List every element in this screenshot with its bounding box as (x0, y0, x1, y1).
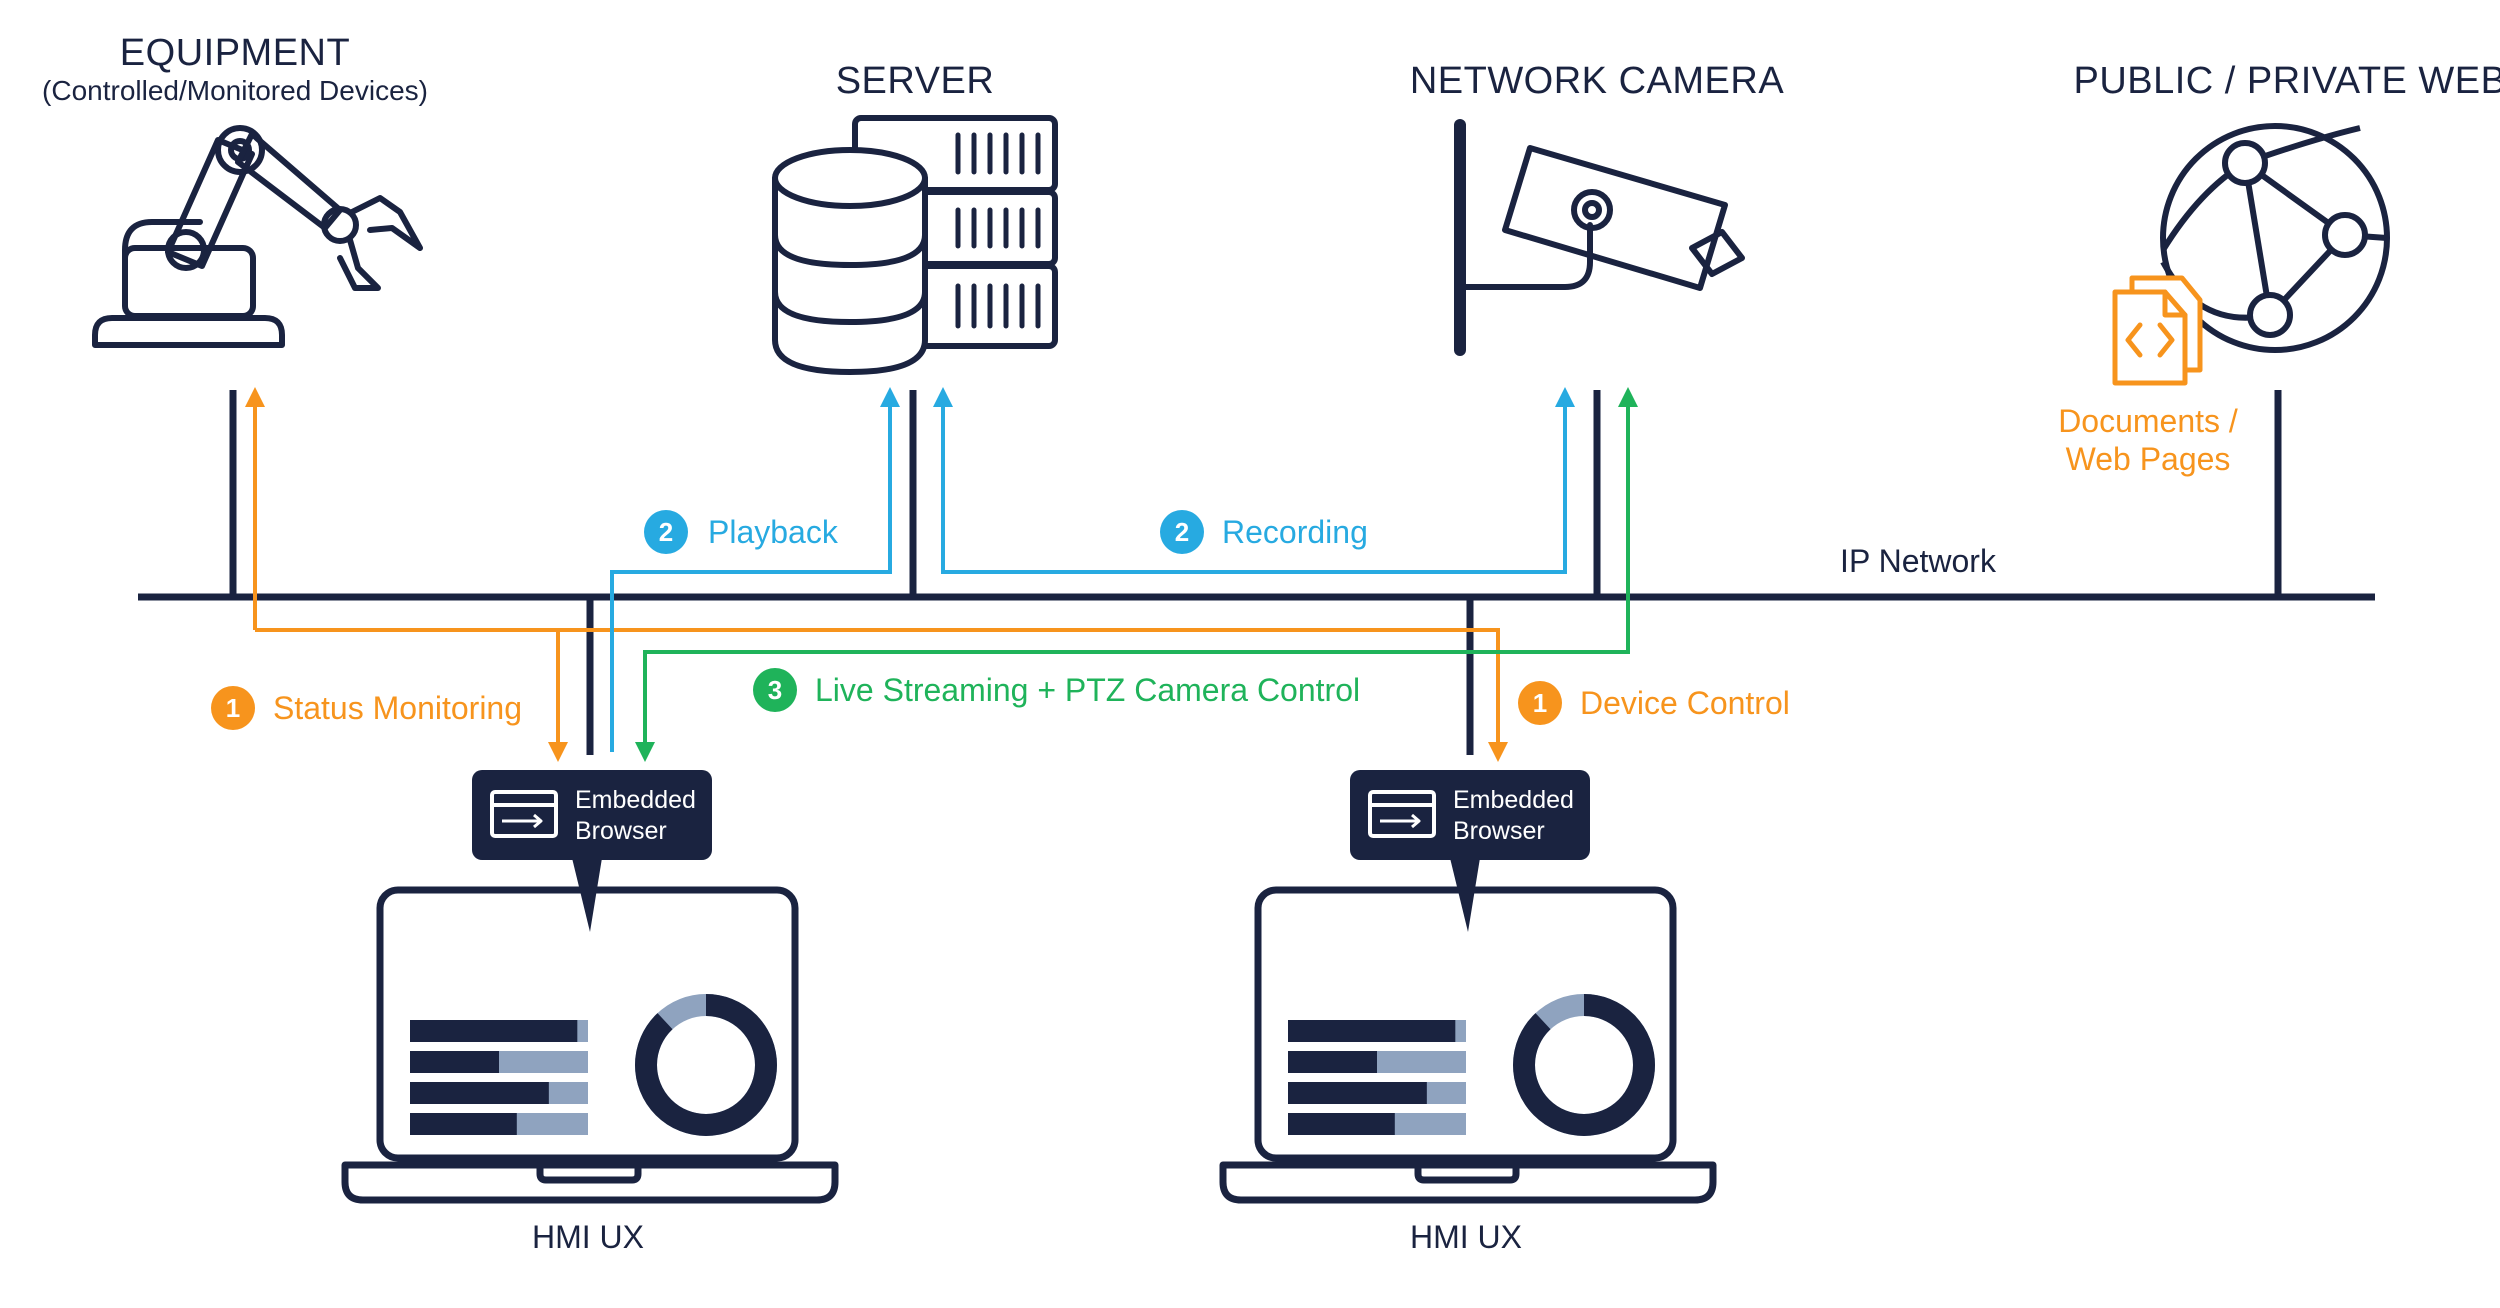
embedded-browser-bubble: Embedded Browser (1350, 770, 1590, 932)
step-badge (753, 668, 797, 712)
step-number: 3 (768, 675, 782, 705)
laptop-icon (1219, 886, 1717, 1204)
browser-window-icon (490, 790, 558, 838)
dashboard-donut (635, 994, 777, 1136)
step-badge (1518, 681, 1562, 725)
dashboard-bars (1288, 1020, 1466, 1135)
hmi-label: HMI UX (532, 1219, 644, 1255)
documents-label-line2: Web Pages (2066, 441, 2231, 477)
hmi-client-2: Embedded Browser HMI UX (1219, 770, 1717, 1255)
recording-label: Recording (1222, 514, 1368, 550)
bar-fill (410, 1051, 499, 1073)
bar-fill (1288, 1082, 1427, 1104)
server-title: SERVER (836, 60, 995, 102)
dashboard-bars (410, 1020, 588, 1135)
flow-label-streaming: 3 Live Streaming + PTZ Camera Control (753, 668, 1360, 712)
robot-arm-icon (92, 125, 423, 348)
embedded-browser-bubble: Embedded Browser (472, 770, 712, 932)
bar-fill (410, 1020, 578, 1042)
streaming-line (635, 387, 1638, 762)
step-badge (644, 510, 688, 554)
flow-label-status: 1 Status Monitoring (211, 686, 522, 730)
globe-network-icon (2160, 123, 2390, 353)
step-badge (1160, 510, 1204, 554)
donut-fill (635, 994, 777, 1136)
step-number: 2 (659, 517, 673, 547)
streaming-label: Live Streaming + PTZ Camera Control (815, 672, 1360, 708)
equipment-title: EQUIPMENT (120, 32, 350, 74)
ip-network-label: IP Network (1840, 543, 1997, 579)
camera-title: NETWORK CAMERA (1410, 60, 1785, 102)
network-camera-icon (1454, 119, 1745, 356)
bubble-line2: Browser (575, 817, 667, 845)
bubble-line1: Embedded (1453, 786, 1574, 814)
bubble-line2: Browser (1453, 817, 1545, 845)
flow-label-playback: 2 Playback (644, 510, 839, 554)
step-badge (211, 686, 255, 730)
playback-label: Playback (708, 514, 839, 550)
documents-label-line1: Documents / (2058, 403, 2238, 439)
flow-green (635, 387, 1638, 762)
device-label: Device Control (1580, 685, 1790, 721)
step-number: 1 (1533, 688, 1547, 718)
database-server-icon (772, 115, 1058, 375)
bar-fill (1288, 1020, 1456, 1042)
bar-fill (410, 1113, 517, 1135)
bar-fill (410, 1082, 549, 1104)
donut-fill (1513, 994, 1655, 1136)
status-label: Status Monitoring (273, 690, 522, 726)
dashboard-donut (1513, 994, 1655, 1136)
code-document-icon (2112, 275, 2203, 386)
bubble-line1: Embedded (575, 786, 696, 814)
equipment-subtitle: (Controlled/Monitored Devices) (42, 75, 428, 106)
web-title: PUBLIC / PRIVATE WEB (2073, 60, 2500, 102)
step-number: 2 (1175, 517, 1189, 547)
flow-label-device: 1 Device Control (1518, 681, 1790, 725)
hmi-label: HMI UX (1410, 1219, 1522, 1255)
laptop-icon (341, 886, 839, 1204)
browser-window-icon (1368, 790, 1436, 838)
step-number: 1 (226, 693, 240, 723)
bar-fill (1288, 1051, 1377, 1073)
hmi-client-1: Embedded Browser HMI UX (341, 770, 839, 1255)
bar-fill (1288, 1113, 1395, 1135)
flow-label-recording: 2 Recording (1160, 510, 1368, 554)
